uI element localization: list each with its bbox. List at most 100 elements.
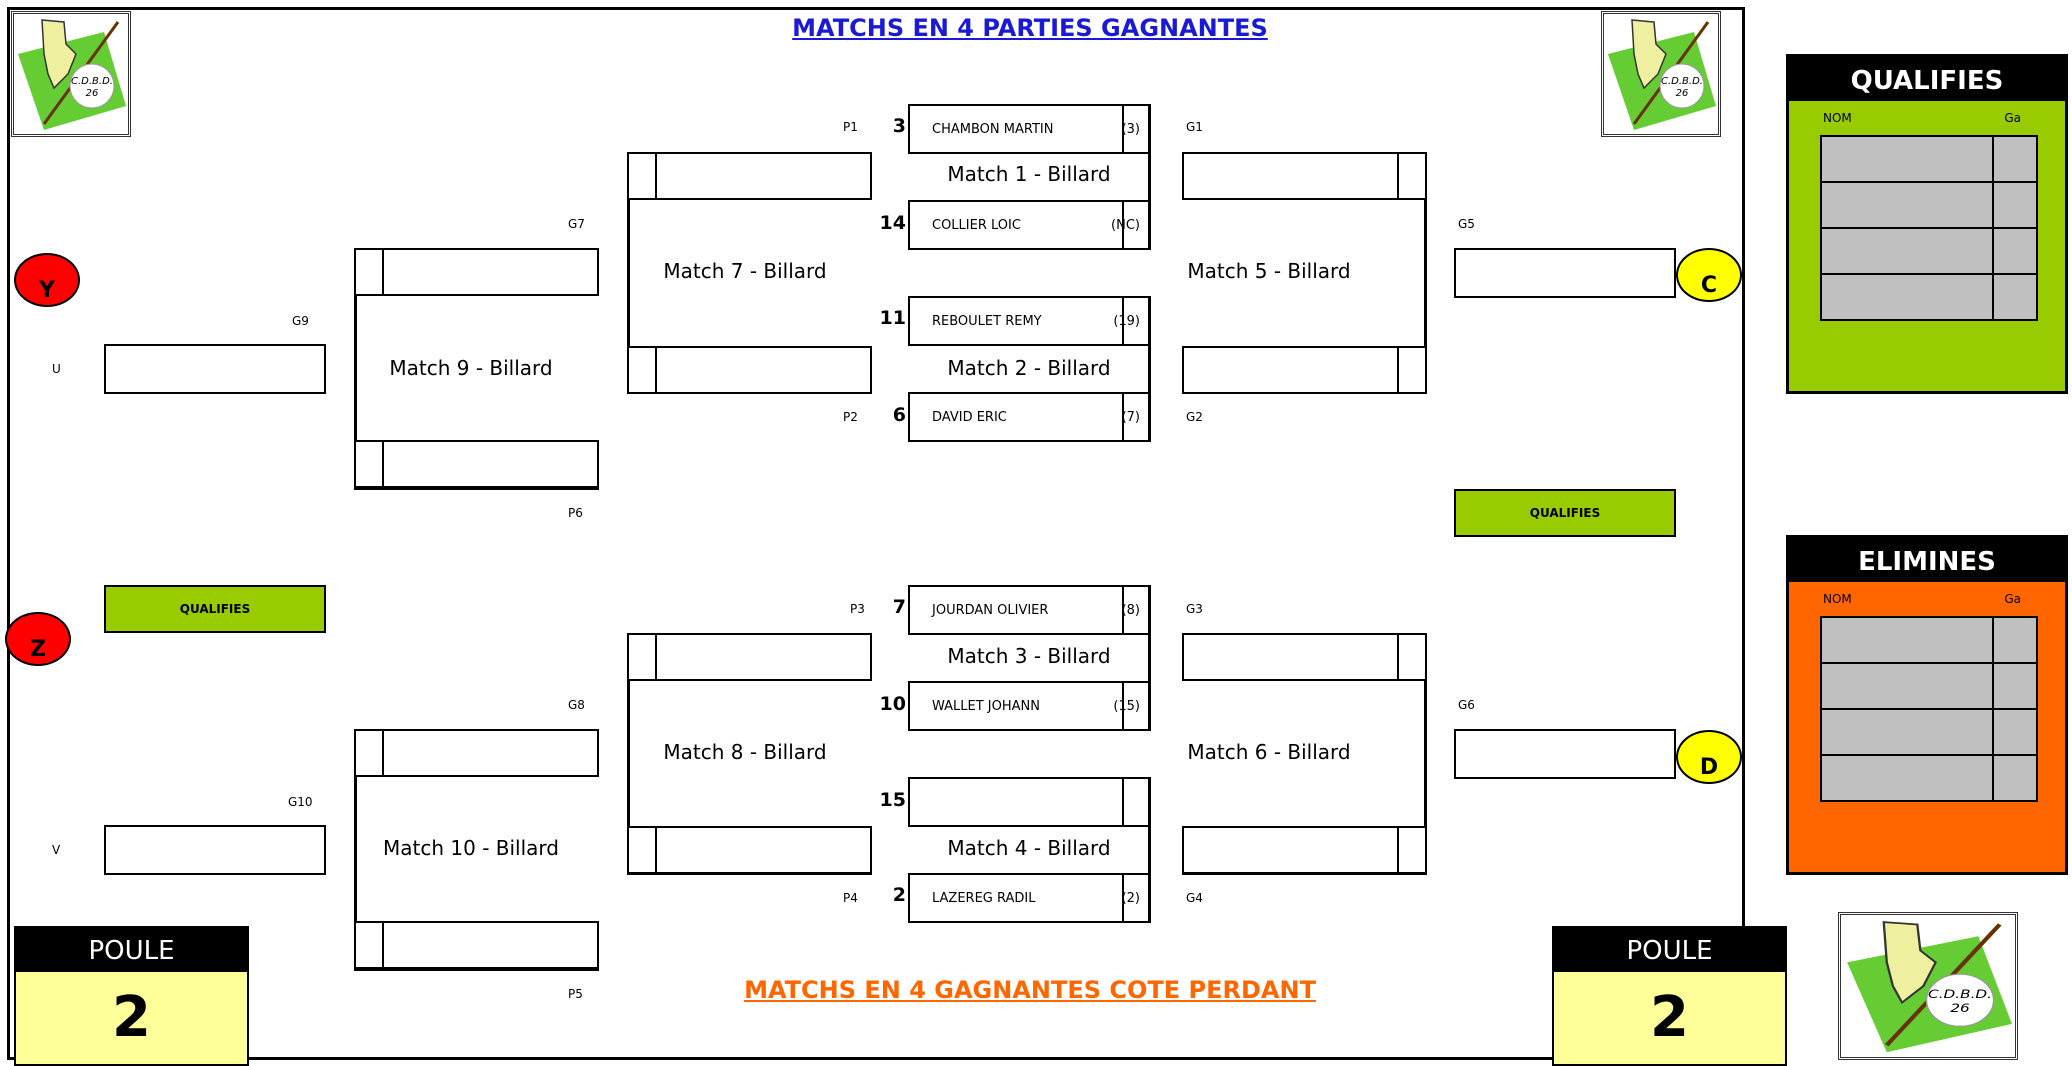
winner-slot-g6[interactable]: [1454, 729, 1676, 779]
ga-cell[interactable]: [1992, 135, 2038, 183]
score-cell[interactable]: [356, 442, 384, 486]
match-9-slot-1[interactable]: [354, 248, 599, 296]
ga-cell[interactable]: [1992, 754, 2038, 802]
match-9-title: Match 9 - Billard: [389, 356, 553, 380]
player-name: CHAMBON MARTIN: [932, 121, 1054, 137]
player-slot[interactable]: [908, 777, 1150, 827]
table-row: [1820, 227, 2038, 275]
logo-text-2: 26: [86, 88, 99, 99]
elimines-table: [1820, 616, 2038, 802]
player-slot[interactable]: COLLIER LOIC (NC): [908, 200, 1150, 250]
page-title: MATCHS EN 4 PARTIES GAGNANTES: [792, 14, 1268, 42]
name-cell[interactable]: [1820, 616, 1994, 664]
label-g5: G5: [1458, 217, 1475, 231]
match-10-slot-1[interactable]: [354, 729, 599, 777]
player-rank: (15): [1113, 698, 1140, 714]
seed-m1b: 14: [879, 212, 906, 234]
seed-m4b: 2: [892, 884, 906, 906]
label-p2: P2: [843, 410, 858, 424]
label-p3: P3: [850, 602, 865, 616]
name-cell[interactable]: [1820, 135, 1994, 183]
label-p4: P4: [843, 891, 858, 905]
score-cell[interactable]: [1397, 348, 1425, 392]
score-cell[interactable]: [1122, 200, 1150, 250]
match-5-slot-2[interactable]: [1182, 346, 1427, 394]
score-cell[interactable]: [1397, 828, 1425, 872]
match-7-slot-2[interactable]: [627, 346, 872, 394]
elimines-panel: ELIMINES NOM Ga: [1786, 535, 2068, 875]
score-cell[interactable]: [1122, 296, 1150, 346]
score-cell[interactable]: [1122, 104, 1150, 154]
winner-slot-g5[interactable]: [1454, 248, 1676, 298]
qualifies-box-right: QUALIFIES: [1454, 489, 1676, 537]
score-cell[interactable]: [1122, 585, 1150, 635]
col-nom: NOM: [1823, 111, 1852, 125]
seed-m3a: 7: [892, 596, 906, 618]
score-cell[interactable]: [629, 154, 657, 198]
match-10-title: Match 10 - Billard: [383, 836, 559, 860]
score-cell[interactable]: [356, 250, 384, 294]
ga-cell[interactable]: [1992, 662, 2038, 710]
player-slot[interactable]: JOURDAN OLIVIER (8): [908, 585, 1150, 635]
score-cell[interactable]: [1122, 777, 1150, 827]
score-cell[interactable]: [1122, 681, 1150, 731]
score-cell[interactable]: [356, 731, 384, 775]
match-8-slot-2[interactable]: [627, 826, 872, 874]
player-slot[interactable]: REBOULET REMY (19): [908, 296, 1150, 346]
name-cell[interactable]: [1820, 181, 1994, 229]
match-9-slot-2[interactable]: [354, 440, 599, 488]
match-10-slot-2[interactable]: [354, 921, 599, 969]
score-cell[interactable]: [629, 635, 657, 679]
match-8-slot-1[interactable]: [627, 633, 872, 681]
score-cell[interactable]: [629, 348, 657, 392]
logo-text-1: C.D.B.D.: [1928, 987, 1992, 1001]
logo-text-2: 26: [1676, 88, 1689, 99]
logo-text-1: C.D.B.D.: [71, 76, 113, 87]
ga-cell[interactable]: [1992, 227, 2038, 275]
match-5-slot-1[interactable]: [1182, 152, 1427, 200]
elimines-panel-title: ELIMINES: [1789, 538, 2065, 582]
match-1-title: Match 1 - Billard: [947, 162, 1111, 186]
ga-cell[interactable]: [1992, 181, 2038, 229]
bracket-line: [1148, 585, 1151, 731]
match-6-slot-1[interactable]: [1182, 633, 1427, 681]
score-cell[interactable]: [1122, 873, 1150, 923]
player-slot[interactable]: DAVID ERIC (7): [908, 392, 1150, 442]
name-cell[interactable]: [1820, 662, 1994, 710]
match-5-title: Match 5 - Billard: [1187, 259, 1351, 283]
ga-cell[interactable]: [1992, 616, 2038, 664]
name-cell[interactable]: [1820, 708, 1994, 756]
player-rank: (19): [1113, 313, 1140, 329]
table-row: [1820, 616, 2038, 664]
score-cell[interactable]: [1397, 635, 1425, 679]
player-slot[interactable]: WALLET JOHANN (15): [908, 681, 1150, 731]
match-6-slot-2[interactable]: [1182, 826, 1427, 874]
col-ga: Ga: [2004, 592, 2021, 606]
name-cell[interactable]: [1820, 754, 1994, 802]
cdbd-logo-top-right: C.D.B.D. 26: [1601, 11, 1721, 137]
ga-cell[interactable]: [1992, 273, 2038, 321]
bracket-frame: [7, 7, 1745, 1060]
player-rank: (2): [1121, 890, 1140, 906]
player-slot[interactable]: LAZEREG RADIL (2): [908, 873, 1150, 923]
name-cell[interactable]: [1820, 227, 1994, 275]
poule-box-right: POULE 2: [1552, 926, 1787, 1066]
ga-cell[interactable]: [1992, 708, 2038, 756]
score-cell[interactable]: [629, 828, 657, 872]
score-cell[interactable]: [356, 923, 384, 967]
match-8-title: Match 8 - Billard: [663, 740, 827, 764]
marker-c: C: [1676, 248, 1742, 302]
qualifies-box-left: QUALIFIES: [104, 585, 326, 633]
winner-slot-v[interactable]: [104, 825, 326, 875]
name-cell[interactable]: [1820, 273, 1994, 321]
player-slot[interactable]: CHAMBON MARTIN (3): [908, 104, 1150, 154]
label-g2: G2: [1186, 410, 1203, 424]
label-g4: G4: [1186, 891, 1203, 905]
poule-box-left: POULE 2: [14, 926, 249, 1066]
score-cell[interactable]: [1122, 392, 1150, 442]
score-cell[interactable]: [1397, 154, 1425, 198]
player-rank: (8): [1121, 602, 1140, 618]
match-7-slot-1[interactable]: [627, 152, 872, 200]
table-row: [1820, 135, 2038, 183]
winner-slot-u[interactable]: [104, 344, 326, 394]
